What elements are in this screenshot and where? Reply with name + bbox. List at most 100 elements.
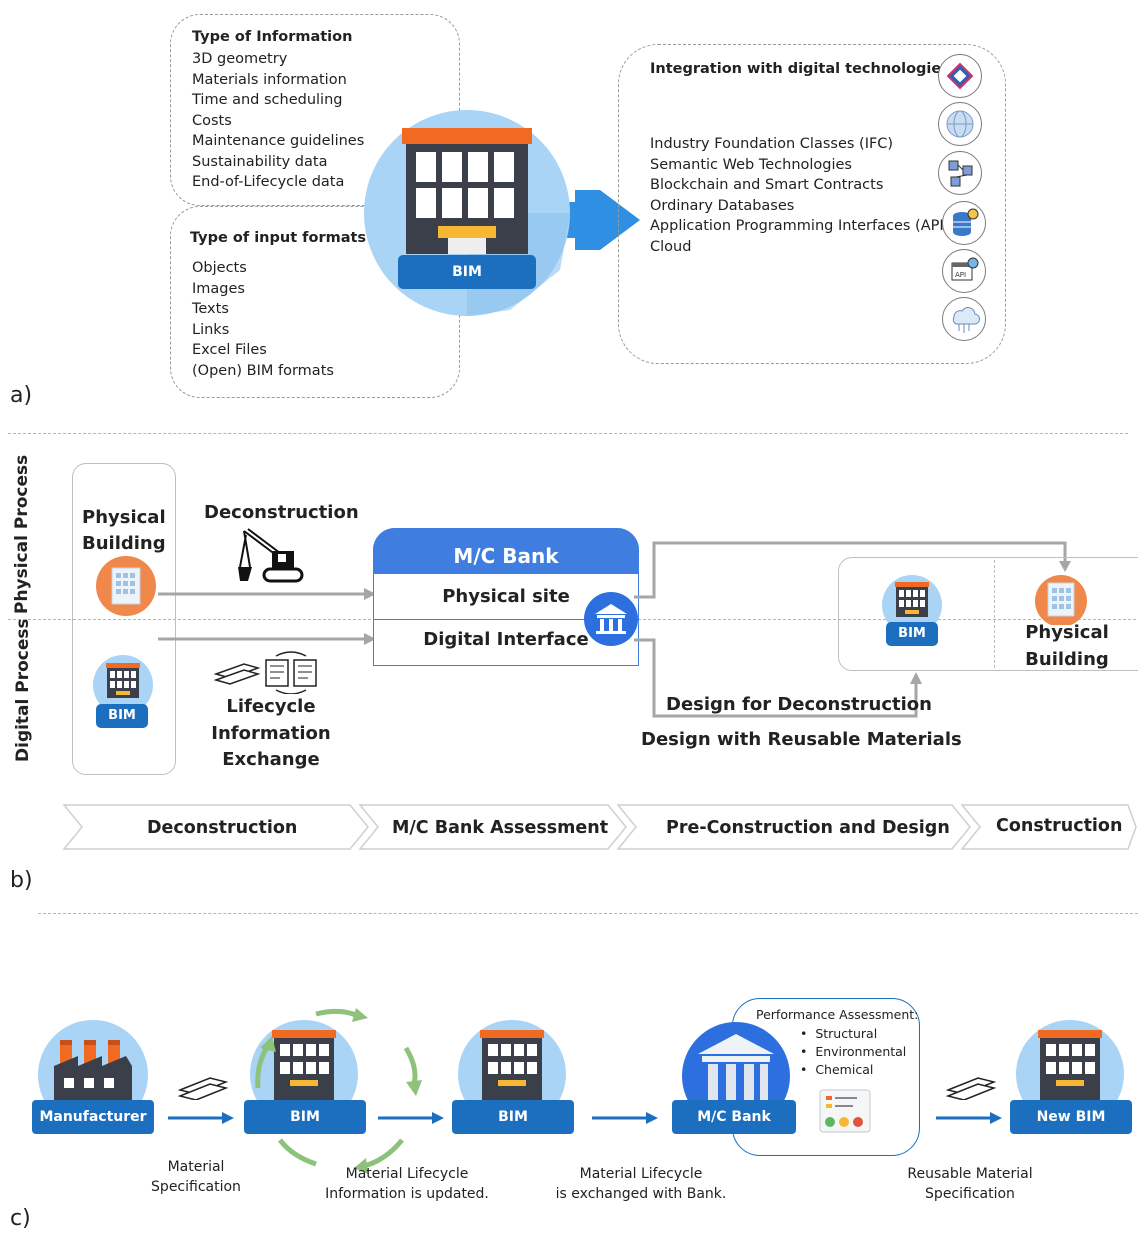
assessment-item: • Environmental (800, 1044, 907, 1059)
format-item: Texts (192, 301, 229, 317)
stage-mc-bank-assessment: M/C Bank Assessment (392, 818, 609, 838)
physical-process-label: Physical Process (12, 454, 32, 614)
assessment-title: Performance Assessment: (756, 1007, 919, 1022)
format-item: Objects (192, 260, 247, 276)
mc-bank-node-icon (682, 1022, 790, 1112)
divider-b-c (38, 913, 1138, 914)
info-list: 3D geometry Materials information Time a… (192, 49, 364, 193)
step-text-line: Reusable Material (907, 1166, 1033, 1182)
panel-b-label: b) (10, 868, 33, 893)
design-reusable-label: Design with Reusable Materials (641, 729, 962, 750)
step-text-line: Material (167, 1159, 225, 1175)
lifecycle-line: Information (211, 722, 331, 744)
format-item: Excel Files (192, 342, 267, 358)
bim-badge-main: BIM (398, 255, 536, 289)
physical-building-line: Physical (1025, 622, 1109, 643)
info-item: Maintenance guidelines (192, 133, 365, 149)
info-item: Materials information (192, 71, 347, 88)
api-icon: API (942, 249, 986, 293)
step-text-line: Material Lifecycle (345, 1166, 469, 1182)
left-column-box (72, 463, 176, 775)
manufacturer-node: Manufacturer (32, 1100, 154, 1134)
format-item: Links (192, 321, 230, 338)
info-item: Time and scheduling (192, 92, 343, 108)
format-item: (Open) BIM formats (192, 362, 334, 379)
arrow-physical-to-bank (158, 588, 376, 600)
bim-left-icon (93, 655, 153, 705)
assessment-item: • Structural (800, 1026, 878, 1041)
lifecycle-line: Exchange (222, 749, 320, 770)
integration-item: Application Programming Interfaces (APIs… (650, 218, 957, 234)
physical-building-left-icon (96, 556, 156, 616)
bank-row-divider (374, 619, 638, 620)
integration-item: Semantic Web Technologies (650, 156, 852, 173)
assessment-list: • Structural • Environmental • Chemical (800, 1025, 906, 1079)
svg-text:API: API (955, 271, 966, 279)
format-item: Images (192, 280, 245, 297)
blockchain-icon (938, 151, 982, 195)
integration-title: Integration with digital technologies (650, 61, 950, 77)
arrow-c-2 (378, 1112, 444, 1124)
lifecycle-exchange-icon (213, 650, 324, 698)
bim-node-2: BIM (452, 1100, 574, 1134)
information-types-box (170, 14, 460, 206)
database-gear-icon (942, 201, 986, 245)
right-box-divider (994, 560, 995, 668)
stage-construction: Construction (996, 816, 1123, 836)
step-text-3: Material Lifecycle is exchanged with Ban… (546, 1164, 736, 1204)
ifc-logo-icon (938, 54, 982, 98)
right-output-box (838, 557, 1138, 671)
info-title: Type of Information (192, 29, 353, 45)
cloud-network-icon (942, 297, 986, 341)
bim-node-1: BIM (244, 1100, 366, 1134)
bim-right-icon (882, 575, 942, 624)
step-text-2: Material Lifecycle Information is update… (316, 1164, 498, 1204)
mc-bank-header: M/C Bank (373, 528, 639, 574)
web-globe-icon (938, 102, 982, 146)
step-text-line: Specification (151, 1179, 241, 1195)
arrow-c-4 (936, 1112, 1002, 1124)
physical-building-right-icon (1035, 575, 1087, 625)
bim-left-badge: BIM (96, 704, 148, 728)
arrow-c-1 (168, 1112, 234, 1124)
deconstruction-label: Deconstruction (204, 502, 359, 523)
bim-right-badge: BIM (886, 622, 938, 646)
integration-item: Cloud (650, 238, 692, 255)
panel-c-label: c) (10, 1206, 31, 1231)
arrow-bank-to-physical-building (634, 541, 1071, 599)
lifecycle-line: Lifecycle (226, 696, 316, 717)
step-text-1: Material Specification (132, 1157, 260, 1197)
new-bim-node: New BIM (1010, 1100, 1132, 1134)
digital-interface-label: Digital Interface (423, 629, 589, 650)
info-item: 3D geometry (192, 51, 288, 67)
formats-title: Type of input formats (190, 230, 367, 246)
update-cycle-arrows-icon (255, 1008, 422, 1174)
step-text-line: is exchanged with Bank. (555, 1186, 727, 1202)
step-text-line: Information is updated. (325, 1186, 489, 1202)
new-bim-icon (1016, 1020, 1124, 1110)
physical-building-right-label: Physical Building (1016, 620, 1118, 673)
lifecycle-exchange-label: Lifecycle Information Exchange (200, 694, 342, 774)
integration-list: Industry Foundation Classes (IFC) Semant… (650, 134, 957, 257)
digital-process-label: Digital Process (13, 618, 33, 762)
step-text-line: Material Lifecycle (579, 1166, 703, 1182)
arrow-digital-to-bank (158, 633, 376, 645)
integration-item: Blockchain and Smart Contracts (650, 177, 884, 193)
arrow-c-3 (592, 1112, 658, 1124)
manufacturer-icon (38, 1020, 148, 1110)
bim-node-1-icon (250, 1020, 358, 1110)
info-item: End-of-Lifecycle data (192, 174, 345, 190)
formats-list: Objects Images Texts Links Excel Files (… (192, 258, 334, 381)
panel-a-label: a) (10, 383, 33, 408)
physical-site-label: Physical site (442, 586, 570, 607)
info-item: Costs (192, 112, 232, 129)
divider-a-b (8, 433, 1128, 434)
material-beam-icon-2 (946, 1077, 996, 1100)
stage-pre-construction: Pre-Construction and Design (666, 818, 950, 838)
integration-item: Industry Foundation Classes (IFC) (650, 136, 894, 152)
integration-item: Ordinary Databases (650, 197, 795, 214)
bim-node-2-icon (458, 1020, 566, 1110)
material-beam-icon-1 (178, 1077, 228, 1100)
stage-chevrons (62, 804, 1137, 850)
assessment-item: • Chemical (800, 1062, 874, 1077)
